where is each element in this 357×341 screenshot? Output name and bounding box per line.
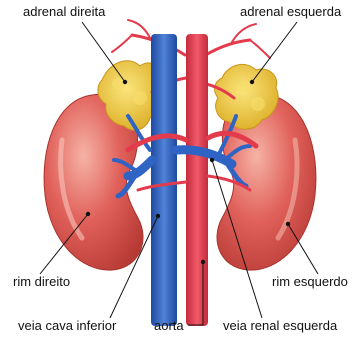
leader-dot-kidney-left <box>286 222 290 226</box>
label-aorta: aorta <box>154 318 184 333</box>
label-kidney-right: rim direito <box>13 274 70 289</box>
leader-dot-adrenal-right <box>123 80 127 84</box>
leader-dot-adrenal-left <box>250 80 254 84</box>
label-renal-vein-left: veia renal esquerda <box>223 318 338 333</box>
label-vena-cava: veia cava inferior <box>18 318 117 333</box>
leader-dot-renal-vein-left <box>210 158 214 162</box>
aorta <box>186 34 208 326</box>
leader-adrenal-left <box>252 22 297 82</box>
inferior-vena-cava <box>151 34 177 326</box>
label-adrenal-left: adrenal esquerda <box>240 4 342 19</box>
leader-dot-vena-cava <box>156 214 160 218</box>
label-adrenal-right: adrenal direita <box>23 4 106 19</box>
label-kidney-left: rim esquerdo <box>272 274 348 289</box>
leader-adrenal-right <box>82 22 125 82</box>
leader-dot-aorta <box>201 260 205 264</box>
leader-dot-kidney-right <box>86 212 90 216</box>
